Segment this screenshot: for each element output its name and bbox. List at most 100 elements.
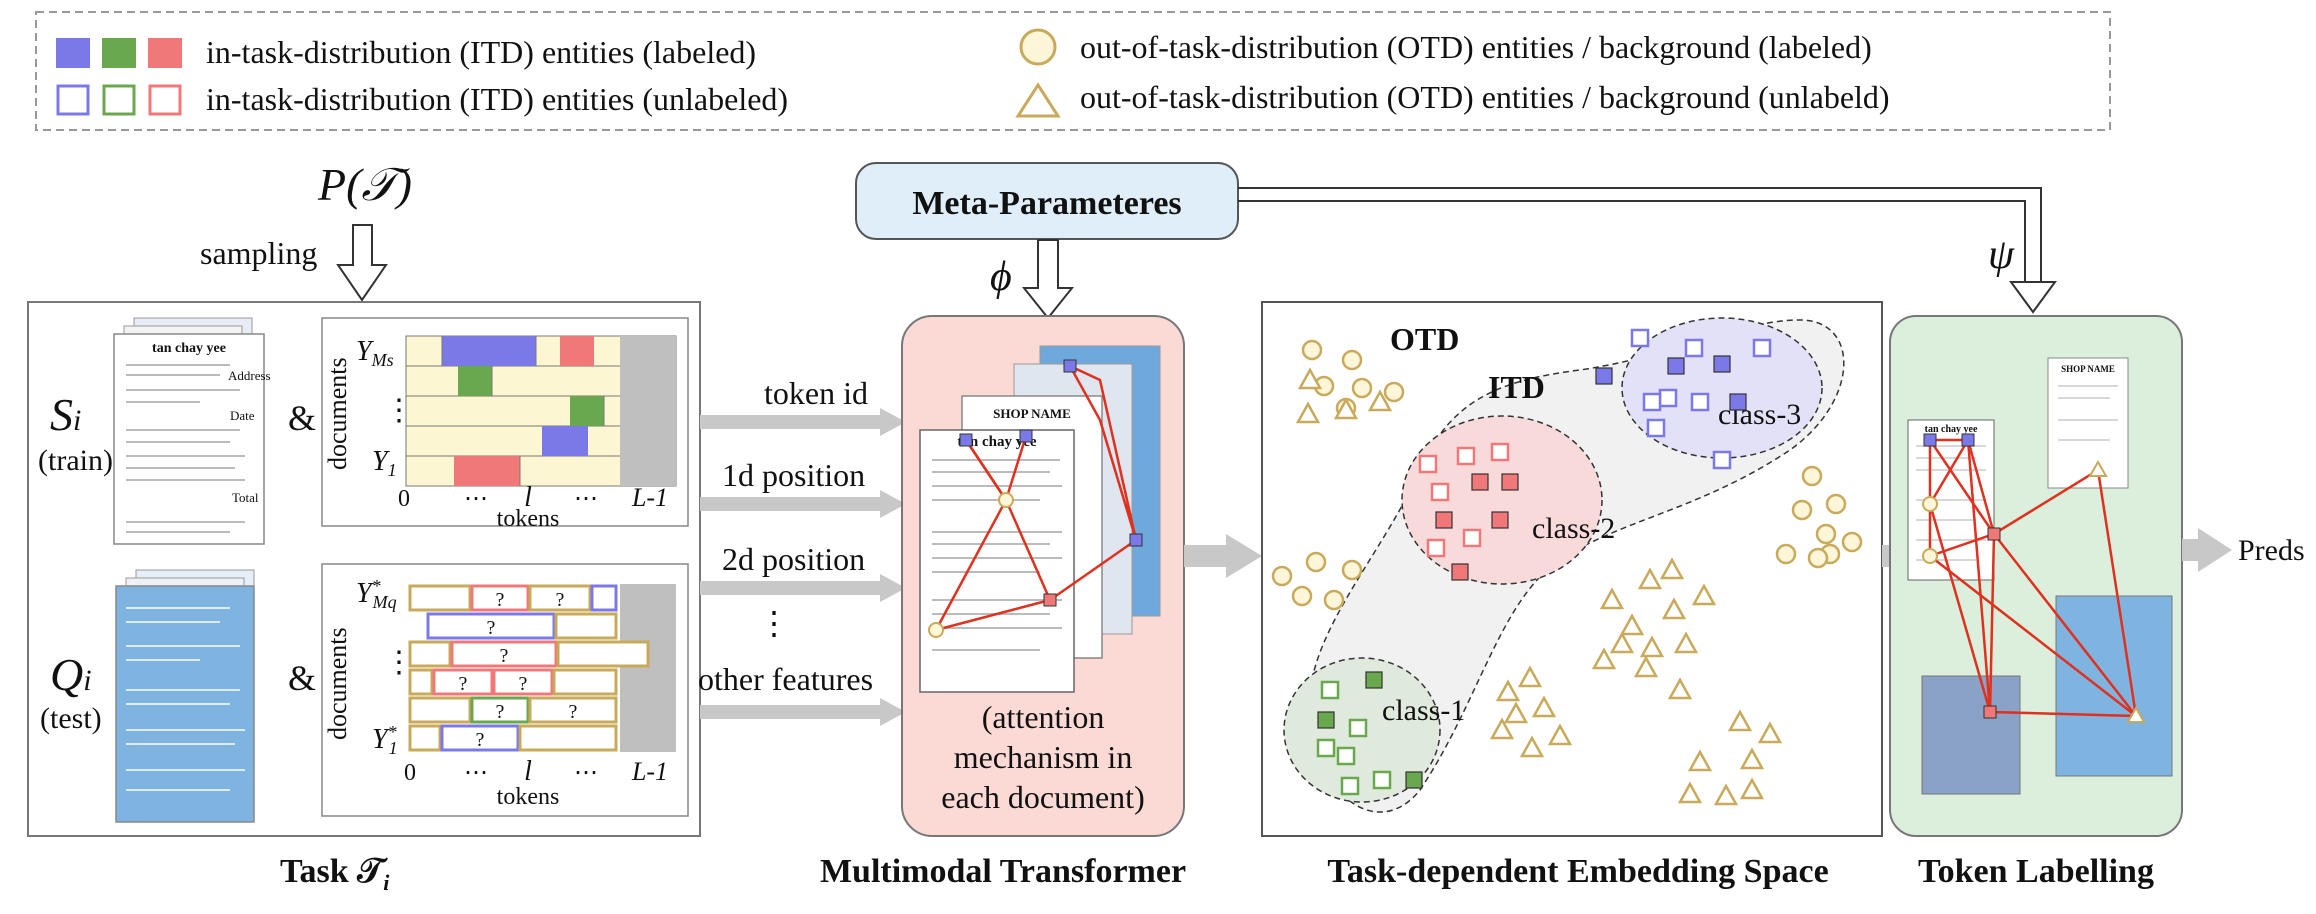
legend-red-hollow [148, 84, 182, 116]
query-vdots: ⋮ [384, 646, 414, 679]
otd-triangle-point [1639, 635, 1665, 658]
class-3-point [1729, 393, 1747, 411]
legend-blue-hollow [56, 84, 90, 116]
otd-point [1341, 559, 1363, 581]
lbl-shop-name: SHOP NAME [2061, 364, 2115, 374]
receipt-store-name: tan chay yee [152, 341, 226, 356]
otd-triangle-point [1531, 695, 1557, 718]
otd-triangle-point [1659, 557, 1685, 580]
otd-triangle-point [1739, 747, 1765, 770]
class-3-point [1690, 392, 1710, 412]
otd-point [1351, 377, 1373, 399]
otd-triangle-point [1517, 665, 1543, 688]
otd-triangle-point [1677, 781, 1703, 804]
meta-parameters-label: Meta-Parameteres [912, 185, 1181, 222]
class-3-point [1646, 418, 1666, 438]
class-1-point [1317, 711, 1335, 729]
class-2-point [1435, 511, 1453, 529]
phi-label: ϕ [990, 254, 1012, 300]
psi-label: ψ [1988, 232, 2015, 278]
query-tick-dots2: ⋯ [574, 760, 598, 786]
q-documents [115, 569, 255, 823]
otd-triangle-point [1713, 783, 1739, 806]
otd-point [1775, 543, 1797, 565]
support-tick-l: l [524, 482, 532, 513]
support-tick-dots1: ⋯ [464, 486, 488, 512]
class-2-point [1501, 473, 1519, 491]
query-y-1: Y*1 [372, 722, 398, 758]
class-1-point [1316, 738, 1336, 758]
otd-triangle-point [1295, 401, 1321, 424]
feature-2d-position: 2d position [722, 541, 865, 577]
feature-1d-position: 1d position [722, 457, 865, 493]
svg-text:?: ? [556, 589, 565, 611]
svg-text:?: ? [519, 673, 528, 695]
otd-point [1305, 551, 1327, 573]
feature-other: other features [698, 661, 873, 697]
class-2-point [1426, 538, 1446, 558]
otd-point [1815, 523, 1837, 545]
transformer-caption: Multimodal Transformer [820, 853, 1186, 890]
query-tick-l: l [524, 756, 532, 787]
svg-text:?: ? [487, 617, 496, 639]
legend-red-filled [148, 38, 182, 68]
query-question-marks: ? ? ? ? ? ? ? ? ? [459, 589, 578, 751]
receipt-total: Total [232, 490, 259, 505]
query-tick-0: 0 [404, 760, 416, 786]
svg-text:?: ? [459, 673, 468, 695]
class-1-point [1320, 680, 1340, 700]
preds-label: Preds [2238, 534, 2305, 567]
class-1-point [1348, 718, 1368, 738]
psi-connector [1238, 187, 2042, 282]
otd-triangle-point [1687, 749, 1713, 772]
otd-point [1801, 465, 1823, 487]
otd-point [1825, 493, 1847, 515]
otd-point [1383, 381, 1405, 403]
svg-text:?: ? [496, 701, 505, 723]
feature-token-id: token id [764, 375, 868, 411]
class-2-point [1456, 446, 1476, 466]
class-2-point [1451, 563, 1469, 581]
otd-triangle-point [1739, 777, 1765, 800]
otd-triangle-point [1661, 597, 1687, 620]
class-2-point [1418, 454, 1438, 474]
legend-otd-unlabeled: out-of-task-distribution (OTD) entities … [1080, 79, 1890, 115]
transformer-note-2: mechanism in [954, 739, 1133, 775]
phi-arrow [1021, 239, 1075, 320]
support-tick-dots2: ⋯ [574, 486, 598, 512]
s-documents: tan chay yee Address Date Total [113, 317, 271, 545]
class-3-point [1630, 328, 1650, 348]
transformer-documents: SHOP NAME tan chay yee [919, 345, 1161, 693]
class-1-point [1340, 776, 1360, 796]
class-2-point [1462, 528, 1482, 548]
class-2-point [1430, 482, 1450, 502]
legend-green-hollow [102, 84, 136, 116]
labelling-documents: SHOP NAME tan chay yee [1907, 357, 2173, 795]
svg-text:?: ? [569, 701, 578, 723]
otd-point [1291, 585, 1313, 607]
otd-triangle-point [1333, 397, 1359, 420]
q-amp: & [288, 658, 316, 698]
svg-text:?: ? [476, 729, 485, 751]
otd-triangle-point [1503, 701, 1529, 724]
legend-otd-triangle [1015, 82, 1061, 118]
query-tokens-label: tokens [497, 784, 560, 810]
receipt-address: Address [228, 368, 271, 383]
otd-point [1807, 547, 1829, 569]
support-documents-label: documents [323, 357, 352, 470]
otd-triangle-point [1757, 721, 1783, 744]
otd-triangle-point [1599, 587, 1625, 610]
s-amp: & [288, 398, 316, 438]
class-2-point [1490, 442, 1510, 462]
class-3-point [1658, 388, 1678, 408]
class-3-point [1642, 392, 1662, 412]
p-tau: P(𝒯) [317, 159, 412, 210]
legend-itd-unlabeled: in-task-distribution (ITD) entities (unl… [206, 81, 788, 117]
otd-point [1791, 499, 1813, 521]
class-3-point [1752, 338, 1772, 358]
s-sub: (train) [38, 444, 113, 477]
otd-label: OTD [1390, 321, 1459, 357]
tr-store-name: tan chay yee [957, 434, 1036, 450]
otd-triangle-point [1727, 709, 1753, 732]
